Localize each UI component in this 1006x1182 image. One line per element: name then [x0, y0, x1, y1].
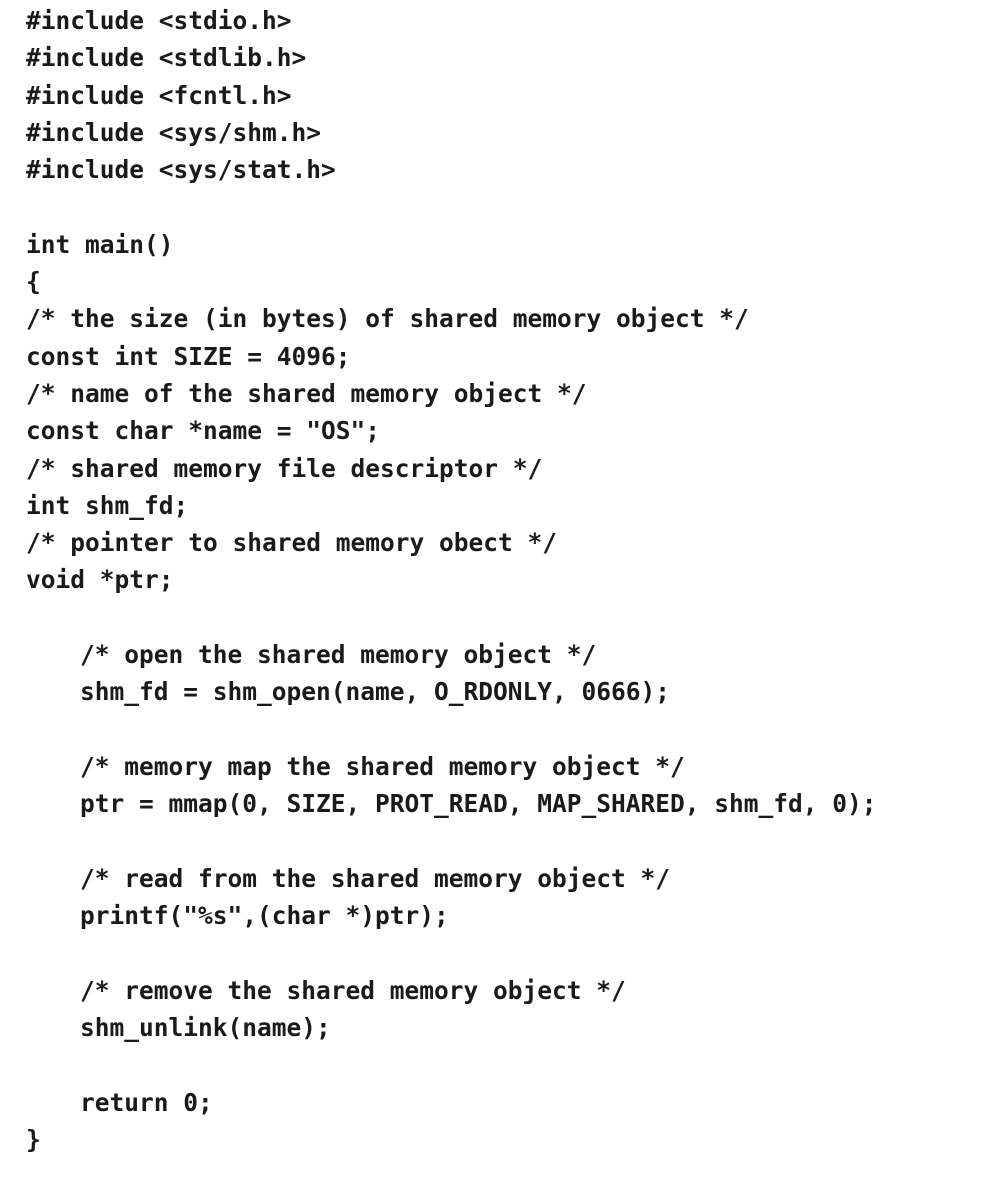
blank-line: [26, 188, 877, 225]
blank-line: [26, 934, 877, 971]
blank-line: [26, 823, 877, 860]
code-line: {: [26, 267, 41, 297]
code-line: #include <sys/shm.h>: [26, 117, 322, 147]
comment-line: /* read from the shared memory object */: [80, 863, 671, 893]
code-listing: #include <stdio.h> #include <stdlib.h> #in…: [26, 2, 877, 1158]
comment-line: /* shared memory file descriptor */: [26, 453, 543, 483]
code-line: const char *name = "OS";: [26, 416, 381, 446]
code-line: #include <stdio.h>: [26, 6, 292, 35]
code-line: const int SIZE = 4096;: [26, 341, 351, 371]
comment-line: /* remove the shared memory object */: [80, 975, 626, 1005]
code-line: shm_fd = shm_open(name, O_RDONLY, 0666);: [80, 677, 671, 707]
code-line: void *ptr;: [26, 565, 174, 595]
blank-line: [26, 711, 877, 748]
code-line: int main(): [26, 229, 174, 259]
code-line: return 0;: [80, 1087, 213, 1117]
code-line: shm_unlink(name);: [80, 1013, 331, 1043]
code-line: int shm_fd;: [26, 490, 189, 520]
code-line: #include <stdlib.h>: [26, 43, 307, 73]
code-line: ptr = mmap(0, SIZE, PROT_READ, MAP_SHARE…: [80, 789, 877, 819]
code-line: printf("%s",(char *)ptr);: [80, 901, 449, 931]
code-line: #include <sys/stat.h>: [26, 155, 336, 185]
comment-line: /* open the shared memory object */: [80, 640, 597, 670]
comment-line: /* name of the shared memory object */: [26, 378, 587, 408]
code-line: }: [26, 1124, 41, 1154]
blank-line: [26, 1046, 877, 1083]
blank-line: [26, 599, 877, 636]
code-line: #include <fcntl.h>: [26, 80, 292, 110]
comment-line: /* memory map the shared memory object *…: [80, 751, 685, 781]
comment-line: /* pointer to shared memory obect */: [26, 528, 558, 558]
comment-line: /* the size (in bytes) of shared memory …: [26, 304, 749, 334]
